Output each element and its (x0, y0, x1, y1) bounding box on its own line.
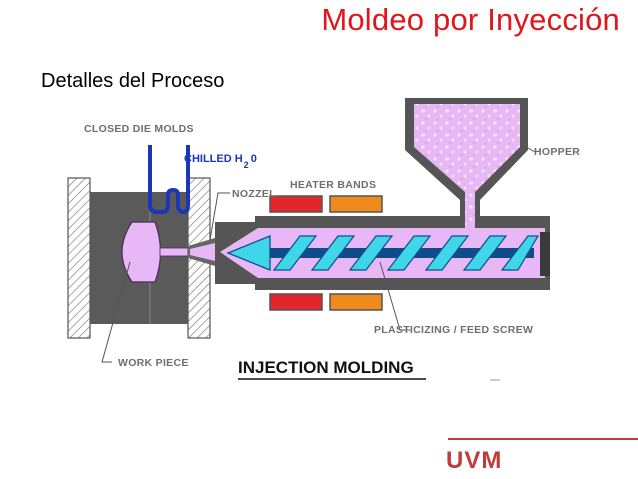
heater-band-orange-bottom (329, 293, 383, 311)
heater-band-orange-top (329, 195, 383, 213)
heater-band-red-top (269, 195, 323, 213)
heater-band-red-bottom (269, 293, 323, 311)
label-nozzel: NOZZEL (232, 188, 276, 200)
sprue (159, 247, 189, 257)
screw-shaft (262, 248, 534, 258)
screw-tip (226, 235, 271, 271)
hopper-pellets (414, 104, 520, 228)
uvm-logo: UVM (446, 447, 502, 474)
label-plasticizing-feed-screw: PLASTICIZING / FEED SCREW (374, 324, 533, 336)
left-platen (67, 177, 91, 339)
nozzle-bore (190, 243, 215, 261)
diagram-caption: INJECTION MOLDING (238, 358, 414, 377)
leader-lines (101, 147, 536, 363)
barrel-end-cap (540, 232, 550, 276)
brand-divider-line (448, 438, 638, 440)
slide-title: Moldeo por Inyección (321, 2, 620, 37)
slide-subtitle: Detalles del Proceso (41, 70, 225, 92)
label-hopper: HOPPER (534, 146, 580, 158)
chilled-water-pipe (148, 145, 190, 215)
label-work-piece: WORK PIECE (118, 357, 189, 369)
work-piece (121, 221, 162, 283)
label-closed-die-molds: CLOSED DIE MOLDS (84, 123, 194, 135)
screw-flights (272, 235, 540, 271)
label-heater-bands: HEATER BANDS (290, 179, 376, 191)
